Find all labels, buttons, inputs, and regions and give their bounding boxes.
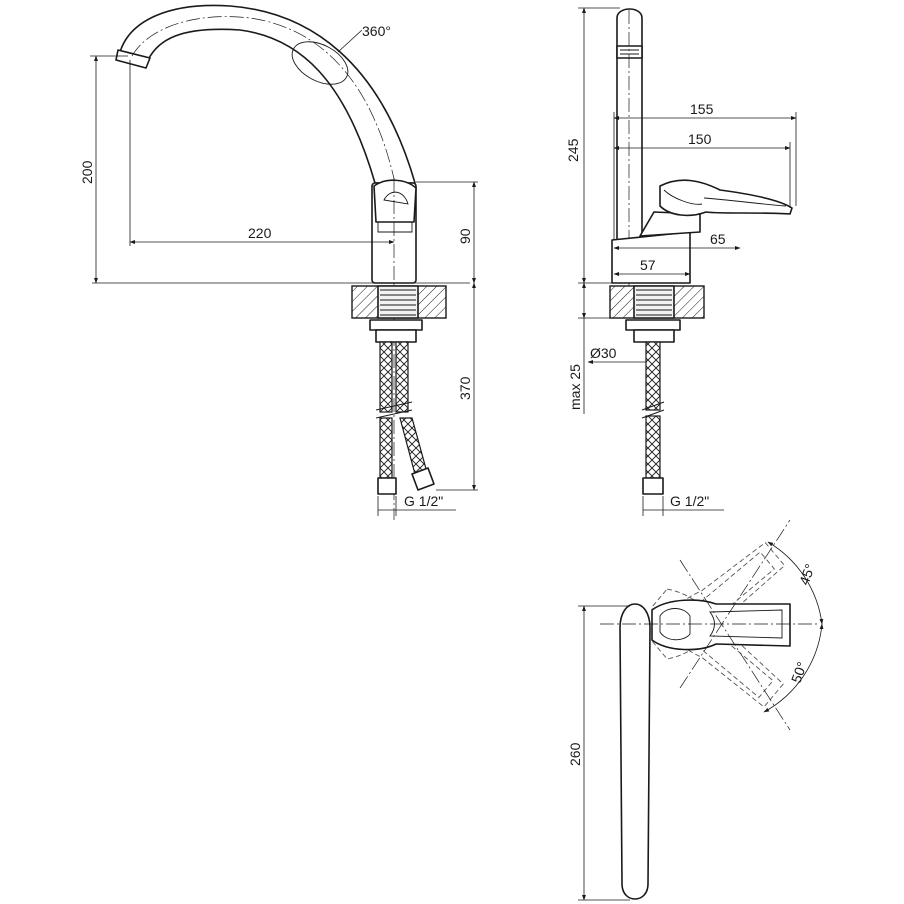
dim-base-width: 57 [640,257,656,273]
dim-connection-front: G 1/2" [404,493,443,509]
front-hose-left [379,341,393,413]
front-view: 360° 200 220 90 370 G 1/2" [79,4,478,520]
dim-base-diameter: Ø30 [590,345,617,361]
dim-spout-reach: 220 [248,225,272,241]
side-hose [645,341,661,411]
front-hose-right [395,341,409,413]
side-spout [616,8,643,241]
spout-tip [115,49,151,69]
dim-hose-length: 370 [457,376,473,400]
dim-angle-upper: 45° [796,562,818,587]
top-view: 45° 50° 260 [567,519,824,901]
front-connector-right [411,467,435,491]
dim-angle-lower: 50° [788,660,810,685]
side-view: 245 155 150 65 57 Ø30 max 25 G 1/2" [565,7,797,516]
dim-rotation: 360° [362,23,391,39]
dim-max-thickness: max 25 [567,364,583,410]
dim-spout-height: 200 [79,160,95,184]
front-fixing-nut [369,319,423,331]
side-fixing-nut [625,319,681,331]
side-handle [659,179,793,217]
front-lever [373,179,417,223]
dim-connection-side: G 1/2" [670,493,709,509]
top-spout [619,603,651,900]
dim-body-height: 90 [457,228,473,244]
front-connector-left [377,477,397,495]
dim-total-height: 245 [565,138,581,162]
side-aerator [616,45,643,59]
dim-lever-offset: 65 [710,231,726,247]
side-connector [642,477,664,495]
swivel-ring [291,41,349,85]
dim-handle-length: 150 [688,131,712,147]
dim-handle-reach: 155 [690,101,714,117]
dim-top-length: 260 [567,742,583,766]
